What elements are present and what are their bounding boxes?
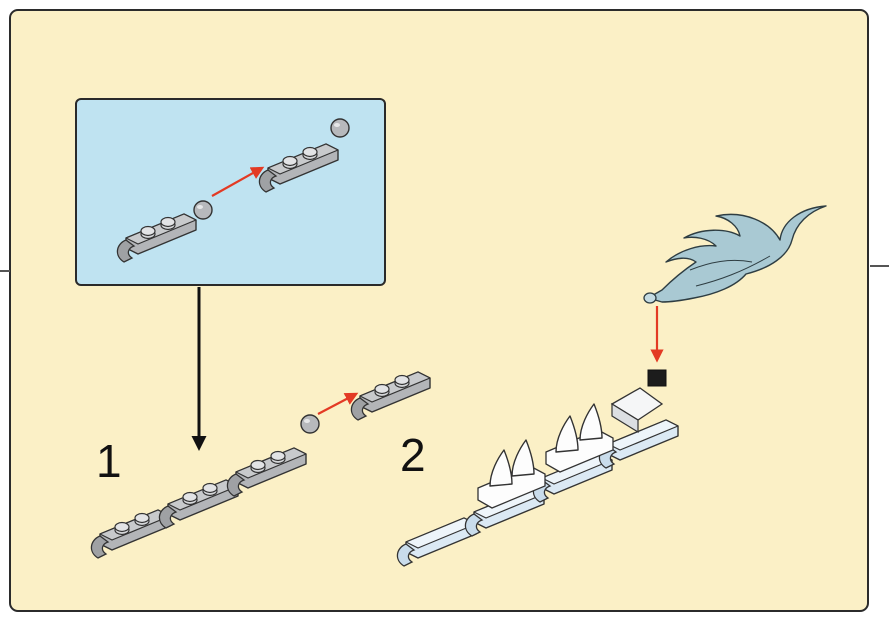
step1-new-plate: [350, 371, 431, 421]
callout-plate-lower: [116, 213, 197, 263]
step-number-2: 2: [400, 429, 426, 481]
step1-connect-arrow: [317, 392, 359, 415]
step2-spikes: [477, 403, 614, 509]
step1-plate-chain: [90, 447, 307, 559]
callout-connect-arrow: [211, 166, 265, 197]
page-edge-mark-right: [870, 265, 889, 267]
callout-plate-upper: [258, 143, 339, 193]
callout-ball-lower: [193, 200, 213, 220]
step2-plate-chain: [396, 419, 679, 567]
page-edge-mark-left: [0, 270, 10, 272]
step2-slope-tile: [610, 369, 667, 434]
callout-ball-upper: [330, 118, 350, 138]
flame-icon: [643, 205, 827, 304]
step1-ball: [300, 414, 320, 434]
step-number-1: 1: [96, 435, 122, 487]
